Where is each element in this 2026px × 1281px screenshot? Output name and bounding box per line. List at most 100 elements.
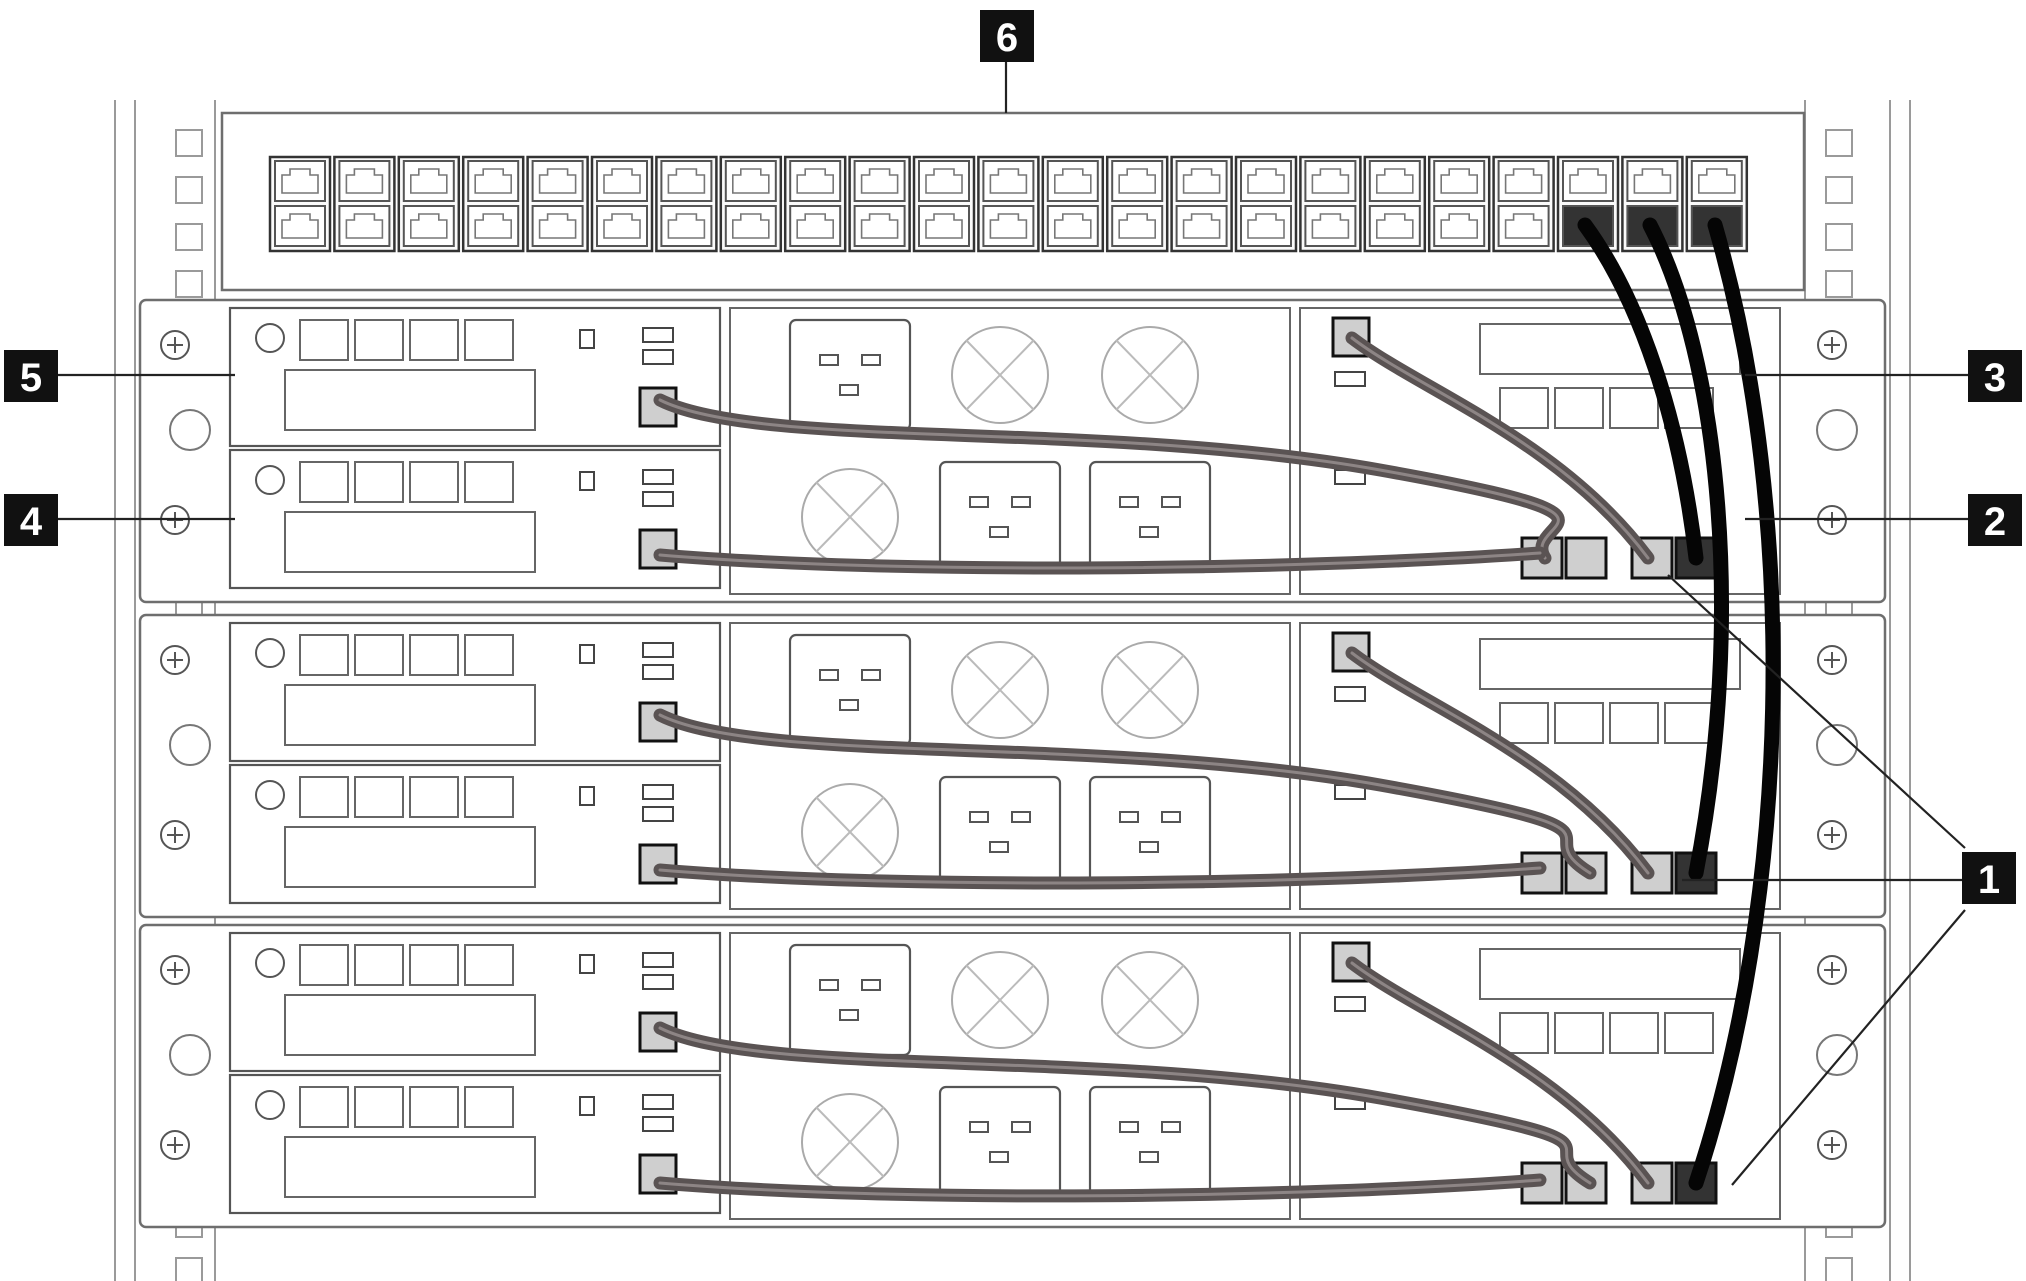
cables [653, 217, 1781, 1203]
thumbscrew-icon [255, 948, 285, 978]
usb-port [642, 1116, 674, 1132]
switch-port [982, 160, 1035, 202]
rj45-icon [1376, 213, 1414, 239]
inlet-pin [1161, 496, 1181, 508]
rj45-icon [410, 213, 448, 239]
uplink-cable-black [1688, 217, 1781, 1191]
power-inlet-icon [938, 460, 1062, 574]
screw-slot [167, 337, 183, 353]
drive-bay [1609, 1012, 1659, 1054]
server-chassis [138, 923, 1887, 1229]
switch-port [402, 205, 455, 247]
thumbscrew-icon [255, 1090, 285, 1120]
drive-bay [1554, 1012, 1604, 1054]
drive-bay [299, 944, 349, 986]
switch-port [338, 160, 391, 202]
fan-guard [965, 654, 1035, 726]
screw-slot [1824, 652, 1840, 668]
svg-text:5: 5 [20, 356, 42, 400]
switch-port [1690, 160, 1743, 202]
switch-port [1046, 205, 1099, 247]
rail-square [175, 176, 203, 204]
screw-slot [1824, 962, 1840, 978]
rj45-icon [732, 213, 770, 239]
display-port-icon [579, 471, 595, 491]
drive-bay [1554, 387, 1604, 429]
screw-slot [167, 827, 183, 843]
rj45-icon [860, 213, 899, 239]
cable-highlight [1350, 336, 1650, 560]
cable-highlight [658, 1178, 1542, 1198]
rj45-icon [1054, 168, 1092, 194]
switch-port [274, 205, 326, 247]
server-chassis [138, 613, 1887, 919]
switch-port-grid [268, 155, 1749, 253]
switch-port [918, 160, 970, 202]
drive-bay [464, 1086, 514, 1128]
drive-bay [299, 776, 349, 818]
rj45-icon [603, 213, 641, 239]
thumbscrew-icon [255, 780, 285, 810]
power-inlet-icon [788, 318, 912, 432]
switch-port [467, 160, 520, 202]
switch-port [1497, 160, 1550, 202]
switch-port [1175, 160, 1228, 202]
rj45-icon [603, 168, 641, 194]
svg-text:2: 2 [1984, 500, 2006, 544]
rj45-icon [474, 168, 512, 194]
switch-port [596, 205, 648, 247]
rj45-icon [1247, 213, 1285, 239]
inlet-pin [1011, 811, 1031, 823]
switch-port [1240, 160, 1292, 202]
fan-guard [1115, 964, 1185, 1036]
power-inlet-icon [938, 775, 1062, 889]
switch-port [660, 160, 713, 202]
rj45-icon [1118, 168, 1156, 194]
drive-bay [409, 944, 459, 986]
compute-node [228, 448, 722, 590]
switch-port [853, 160, 906, 202]
rail-square [1825, 1257, 1853, 1281]
screw-slot [1824, 1137, 1840, 1153]
drive-bay [409, 319, 459, 361]
drive-bay [354, 1086, 404, 1128]
inlet-pin [1011, 496, 1031, 508]
drive-bay [1609, 702, 1659, 744]
pcie-slot [284, 511, 536, 573]
fan-guard [965, 339, 1035, 411]
switch-port [660, 205, 713, 247]
switch-port [402, 160, 455, 202]
rack-hole [1816, 1034, 1858, 1076]
rj45-icon [345, 213, 384, 239]
cable-highlight [1350, 651, 1650, 875]
cable-highlight [1350, 961, 1650, 1185]
rj45-icon [281, 168, 319, 194]
inlet-pin [989, 526, 1009, 538]
screw-slot [167, 1137, 183, 1153]
inlet-pin [969, 811, 989, 823]
switch-port [724, 160, 777, 202]
svg-text:1: 1 [1978, 858, 2000, 902]
inlet-pin [1161, 811, 1181, 823]
switch-port [467, 205, 520, 247]
screw-slot [167, 652, 183, 668]
rj45-icon [1569, 168, 1607, 194]
rj45-icon [1633, 168, 1672, 194]
drive-bay [409, 634, 459, 676]
usb-port [642, 806, 674, 822]
inlet-pin [989, 841, 1009, 853]
inlet-pin [819, 354, 839, 366]
rack-hole [1816, 409, 1858, 451]
switch-port [789, 205, 842, 247]
rj45-icon [1311, 168, 1350, 194]
rail-square [1825, 176, 1853, 204]
drive-bay [299, 319, 349, 361]
usb-port [642, 469, 674, 485]
switch-port [1562, 160, 1614, 202]
callout-5: 5 [4, 350, 58, 402]
drive-bay [409, 776, 459, 818]
drive-bay [354, 944, 404, 986]
callout-6: 6 [980, 10, 1034, 62]
inlet-pin [1139, 841, 1159, 853]
rj45-icon [1504, 168, 1543, 194]
